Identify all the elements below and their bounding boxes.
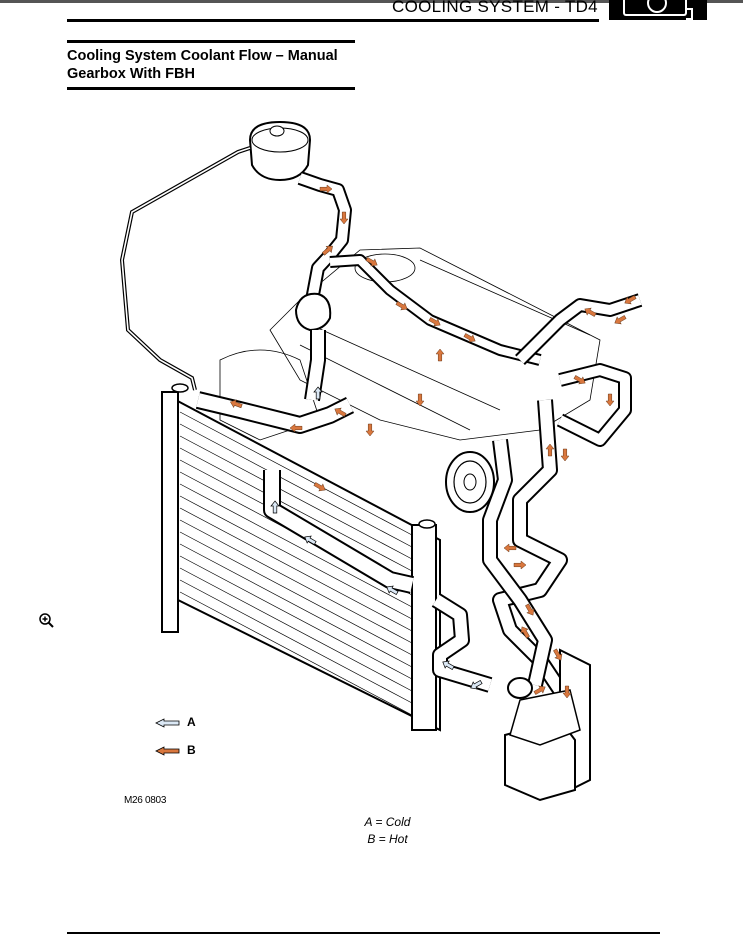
key-hot: B = Hot — [367, 832, 408, 846]
figure-title: Cooling System Coolant Flow – Manual Gea… — [67, 48, 338, 82]
page-top-border — [0, 0, 743, 3]
figure-id: M26 0803 — [124, 795, 167, 806]
water-pump-pulley — [445, 451, 495, 513]
engine-top-hose — [329, 254, 542, 366]
thermostat-housing — [294, 292, 332, 332]
land-rover-logo-icon — [609, 0, 707, 20]
logo-emblem — [647, 0, 667, 13]
title-rule-bottom — [67, 87, 355, 90]
logo-tab — [686, 8, 693, 20]
header-rule — [67, 19, 599, 22]
legend-item-cold: A — [155, 715, 196, 729]
legend-label-b: B — [187, 743, 196, 757]
legend-label-a: A — [187, 715, 196, 729]
zoom-in-icon[interactable] — [38, 612, 56, 630]
arrow-left-cold-icon — [155, 718, 180, 728]
footer-rule — [67, 932, 660, 934]
overflow-pipe — [119, 146, 251, 391]
section-header-title: COOLING SYSTEM - TD4 — [392, 0, 598, 16]
legend-item-hot: B — [155, 743, 196, 757]
fuel-burning-heater — [504, 648, 591, 802]
radiator — [161, 383, 441, 732]
key-cold: A = Cold — [364, 815, 411, 829]
expansion-tank — [248, 120, 312, 182]
arrow-left-hot-icon — [155, 746, 180, 756]
title-rule-top — [67, 40, 355, 43]
